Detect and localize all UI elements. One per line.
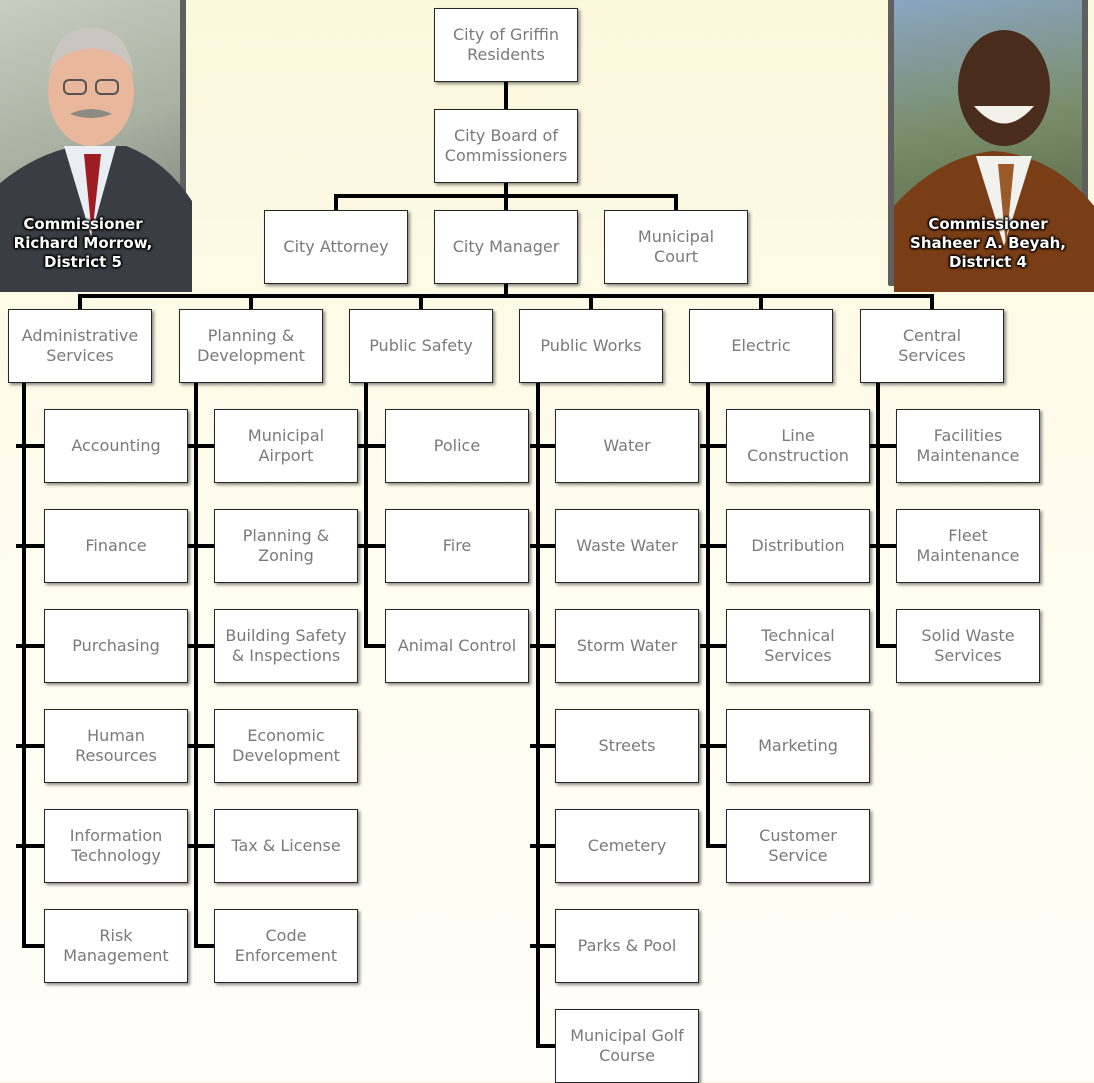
box-board: City Board of Commissioners bbox=[434, 109, 578, 183]
unit-box: Technical Services bbox=[726, 609, 870, 683]
commissioner-caption-right: Commissioner Shaheer A. Beyah, District … bbox=[910, 215, 1066, 271]
unit-box: Storm Water bbox=[555, 609, 699, 683]
dept-administrative-services: Administrative Services bbox=[8, 309, 152, 383]
unit-box: Distribution bbox=[726, 509, 870, 583]
unit-box: Municipal Golf Course bbox=[555, 1009, 699, 1083]
unit-box: Parks & Pool bbox=[555, 909, 699, 983]
unit-box: Police bbox=[385, 409, 529, 483]
unit-box: Purchasing bbox=[44, 609, 188, 683]
unit-box: Marketing bbox=[726, 709, 870, 783]
commissioner-photo-left: Commissioner Richard Morrow, District 5 bbox=[0, 0, 192, 292]
unit-box: Water bbox=[555, 409, 699, 483]
commissioner-photo-right: Commissioner Shaheer A. Beyah, District … bbox=[888, 0, 1094, 292]
box-city-manager: City Manager bbox=[434, 210, 578, 284]
unit-box: Accounting bbox=[44, 409, 188, 483]
portrait-illustration-left bbox=[0, 27, 192, 292]
box-residents: City of Griffin Residents bbox=[434, 8, 578, 82]
unit-box: Solid Waste Services bbox=[896, 609, 1040, 683]
unit-box: Human Resources bbox=[44, 709, 188, 783]
unit-box: Tax & License bbox=[214, 809, 358, 883]
dept-public-safety: Public Safety bbox=[349, 309, 493, 383]
portrait-illustration-right bbox=[894, 30, 1094, 292]
box-municipal-court: Municipal Court bbox=[604, 210, 748, 284]
unit-box: Customer Service bbox=[726, 809, 870, 883]
unit-box: Municipal Airport bbox=[214, 409, 358, 483]
unit-box: Line Construction bbox=[726, 409, 870, 483]
dept-electric: Electric bbox=[689, 309, 833, 383]
unit-box: Streets bbox=[555, 709, 699, 783]
box-city-attorney: City Attorney bbox=[264, 210, 408, 284]
unit-box: Facilities Maintenance bbox=[896, 409, 1040, 483]
unit-box: Information Technology bbox=[44, 809, 188, 883]
unit-box: Finance bbox=[44, 509, 188, 583]
unit-box: Economic Development bbox=[214, 709, 358, 783]
unit-box: Cemetery bbox=[555, 809, 699, 883]
unit-box: Fleet Maintenance bbox=[896, 509, 1040, 583]
commissioner-caption-left: Commissioner Richard Morrow, District 5 bbox=[13, 215, 153, 271]
unit-box: Animal Control bbox=[385, 609, 529, 683]
dept-planning-development: Planning & Development bbox=[179, 309, 323, 383]
dept-public-works: Public Works bbox=[519, 309, 663, 383]
unit-box: Code Enforcement bbox=[214, 909, 358, 983]
dept-central-services: Central Services bbox=[860, 309, 1004, 383]
unit-box: Risk Management bbox=[44, 909, 188, 983]
unit-box: Building Safety & Inspections bbox=[214, 609, 358, 683]
unit-box: Waste Water bbox=[555, 509, 699, 583]
connector-lines bbox=[16, 80, 934, 1048]
unit-box: Planning & Zoning bbox=[214, 509, 358, 583]
unit-box: Fire bbox=[385, 509, 529, 583]
